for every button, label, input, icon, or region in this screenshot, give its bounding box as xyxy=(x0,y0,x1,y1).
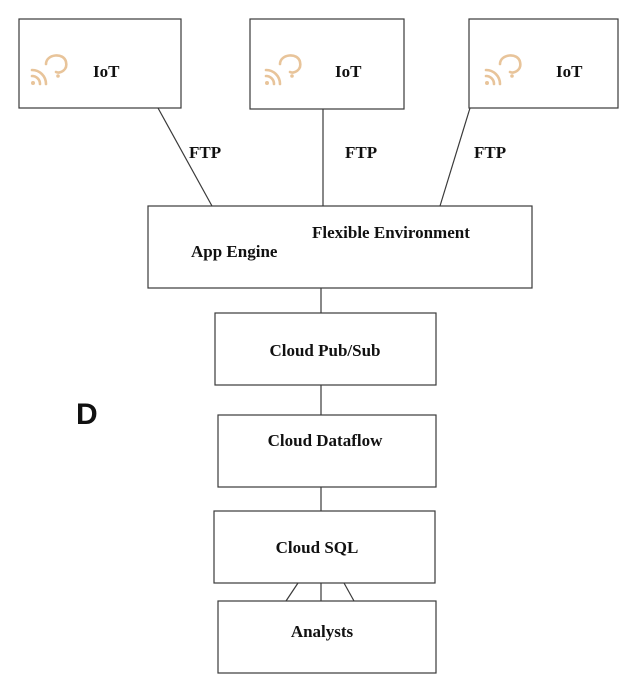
edge-label-ftp-1: FTP xyxy=(189,143,221,162)
app-engine-sublabel: Flexible Environment xyxy=(312,223,470,242)
connector-iot-1-app-engine xyxy=(157,107,213,207)
cloud-dataflow-box: Cloud Dataflow xyxy=(217,414,437,488)
connector-sql-analysts-right xyxy=(343,582,355,602)
connector-sql-analysts-left xyxy=(285,582,299,602)
cloud-sql-label: Cloud SQL xyxy=(276,538,359,557)
iot-node-label: IoT xyxy=(556,62,583,81)
connector-iot-3-app-engine xyxy=(439,107,471,207)
iot-node-1: IoT xyxy=(18,18,182,109)
option-letter: D xyxy=(76,398,98,431)
cloud-pubsub-label: Cloud Pub/Sub xyxy=(269,341,380,360)
iot-node-3: IoT xyxy=(468,18,619,109)
cloud-dataflow-label: Cloud Dataflow xyxy=(268,431,383,450)
iot-node-label: IoT xyxy=(93,62,120,81)
iot-node-2: IoT xyxy=(249,18,405,110)
edge-label-ftp-2: FTP xyxy=(345,143,377,162)
analysts-label: Analysts xyxy=(291,622,354,641)
app-engine-label: App Engine xyxy=(191,242,278,261)
iot-node-label: IoT xyxy=(335,62,362,81)
cloud-pubsub-box: Cloud Pub/Sub xyxy=(214,312,437,386)
cloud-sql-box: Cloud SQL xyxy=(213,510,436,584)
edge-label-ftp-3: FTP xyxy=(474,143,506,162)
app-engine-box: Flexible Environment App Engine xyxy=(147,205,533,289)
analysts-box: Analysts xyxy=(217,600,437,674)
